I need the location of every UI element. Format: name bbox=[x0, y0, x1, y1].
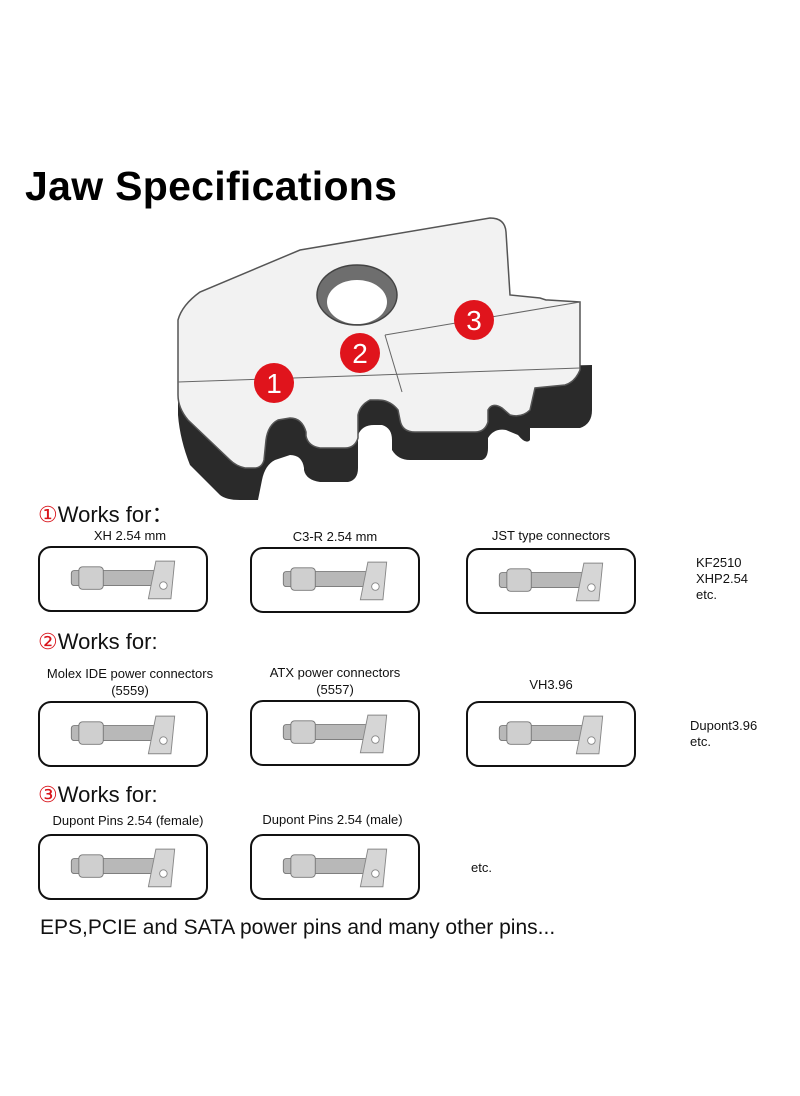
section-2-heading: ②Works for: bbox=[38, 629, 158, 655]
section-3-number: ③ bbox=[38, 782, 58, 807]
jaw-marker-2: 2 bbox=[340, 333, 380, 373]
pin-box-dupont-female bbox=[38, 834, 208, 900]
terminal-pin-icon bbox=[468, 703, 634, 765]
caption-atx-line1: ATX power connectors bbox=[269, 665, 401, 680]
extra-dupont396: Dupont3.96 bbox=[690, 718, 758, 733]
jaw-top-layer bbox=[177, 217, 581, 469]
terminal-pin-icon bbox=[40, 703, 206, 765]
crimp-jaw-illustration: 1 2 3 bbox=[177, 217, 592, 500]
section-2-number: ② bbox=[38, 629, 58, 654]
section-1-heading: ①Works for： bbox=[38, 497, 173, 529]
caption-vh396: VH3.96 bbox=[529, 677, 573, 692]
caption-molex-line2: (5559) bbox=[111, 683, 149, 698]
pin-box-dupont-male bbox=[250, 834, 420, 900]
caption-dupont-female: Dupont Pins 2.54 (female) bbox=[52, 813, 204, 828]
extra-xhp254: XHP2.54 bbox=[696, 571, 749, 586]
caption-atx: ATX power connectors (5557) bbox=[240, 664, 430, 698]
svg-text:1: 1 bbox=[266, 368, 282, 399]
pin-box-c3r bbox=[250, 547, 420, 613]
caption-molex: Molex IDE power connectors (5559) bbox=[20, 665, 240, 699]
pin-box-vh396 bbox=[466, 701, 636, 767]
pin-box-molex bbox=[38, 701, 208, 767]
terminal-pin-icon bbox=[468, 550, 634, 612]
section-3-heading: ③Works for: bbox=[38, 782, 158, 808]
caption-molex-line1: Molex IDE power connectors bbox=[46, 666, 214, 681]
terminal-pin-icon bbox=[252, 702, 418, 764]
footer-note: EPS,PCIE and SATA power pins and many ot… bbox=[40, 916, 556, 939]
caption-jst: JST type connectors bbox=[491, 528, 611, 543]
extra-etc: etc. bbox=[690, 734, 711, 749]
svg-text:2: 2 bbox=[352, 338, 368, 369]
jaw-marker-1: 1 bbox=[254, 363, 294, 403]
caption-c3r: C3-R 2.54 mm bbox=[292, 529, 378, 544]
terminal-pin-icon bbox=[252, 549, 418, 611]
pin-box-xh bbox=[38, 546, 208, 612]
svg-text:3: 3 bbox=[466, 305, 482, 336]
section-1-extra: KF2510 XHP2.54 etc. bbox=[696, 555, 748, 603]
terminal-pin-icon bbox=[40, 548, 206, 610]
extra-etc: etc. bbox=[471, 860, 492, 875]
pin-box-jst bbox=[466, 548, 636, 614]
extra-kf2510: KF2510 bbox=[696, 555, 742, 570]
caption-xh: XH 2.54 mm bbox=[93, 528, 167, 543]
terminal-pin-icon bbox=[252, 836, 418, 898]
section-2-extra: Dupont3.96 etc. bbox=[690, 718, 757, 750]
extra-etc: etc. bbox=[696, 587, 717, 602]
section-3-label: Works for: bbox=[57, 782, 158, 807]
section-1-label: Works for： bbox=[57, 502, 174, 527]
page-title: Jaw Specifications bbox=[25, 163, 398, 209]
section-2-label: Works for: bbox=[57, 629, 158, 654]
caption-dupont-male: Dupont Pins 2.54 (male) bbox=[262, 812, 403, 827]
caption-atx-line2: (5557) bbox=[316, 682, 354, 697]
terminal-pin-icon bbox=[40, 836, 206, 898]
section-1-number: ① bbox=[38, 502, 58, 527]
section-3-extra: etc. bbox=[471, 860, 492, 876]
jaw-marker-3: 3 bbox=[454, 300, 494, 340]
pin-box-atx bbox=[250, 700, 420, 766]
